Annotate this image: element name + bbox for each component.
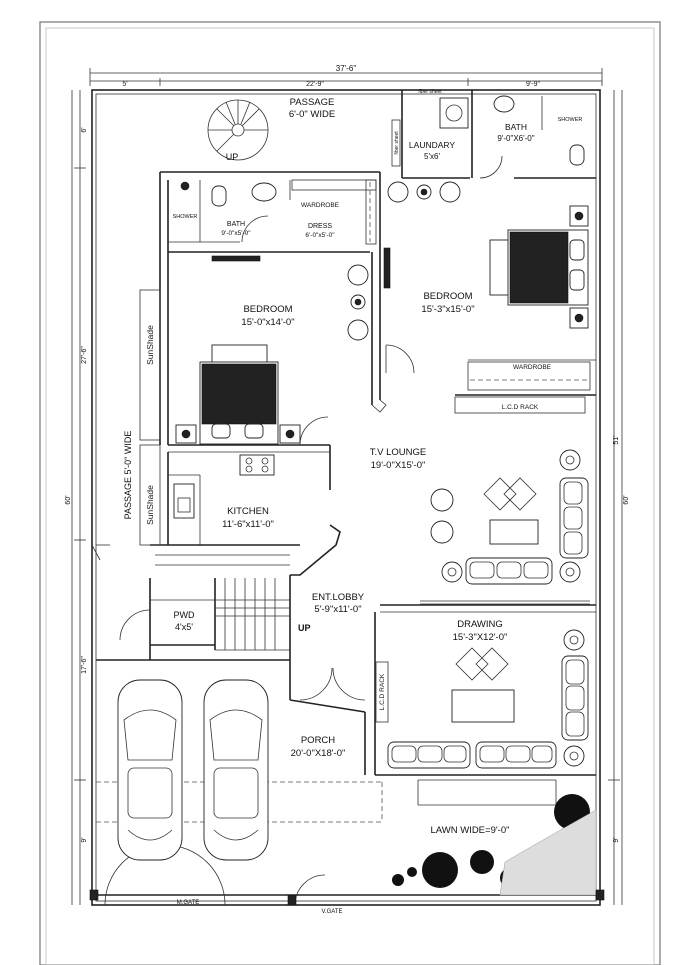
label-pwd: PWD: [174, 610, 195, 620]
stove: [239, 454, 275, 476]
dim-left-27-6: 27'-6": [81, 346, 88, 364]
top-dimensions: [89, 68, 603, 86]
dim-right-51: 51': [613, 435, 620, 444]
label-bath-top: BATH: [505, 122, 527, 132]
dim-left-60: 60': [65, 495, 72, 504]
label-bedroom-left-size: 15'-0"x14'-0": [241, 317, 294, 328]
left-dimensions: [71, 90, 86, 905]
label-kitchen-size: 11'-6"x11'-0": [222, 519, 274, 530]
gate-post-mid: [287, 894, 297, 906]
main-stair: [155, 554, 290, 650]
wardrobe-right: [467, 361, 591, 391]
toilet-left: [211, 185, 227, 207]
label-porch: PORCH: [301, 735, 335, 746]
label-passage-top-size: 6'-0" WIDE: [289, 109, 335, 120]
tv-right-bedroom: [383, 247, 391, 289]
label-passage-top: PASSAGE: [290, 97, 335, 108]
label-pwd-size: 4'x5': [175, 622, 193, 632]
label-dress-size: 6'-0"x5'-0": [305, 232, 335, 239]
label-bath-left-size: 9'-0"x5'-0": [221, 230, 251, 237]
lcd-rack-top: [454, 396, 586, 414]
car-left: [117, 679, 183, 861]
label-lcd-rack-side: L.C.D RACK: [379, 673, 386, 710]
windows: [91, 544, 590, 806]
dim-right-9: 9': [613, 837, 620, 842]
right-dimensions: [608, 90, 623, 905]
lounge-furniture: [430, 449, 589, 585]
dim-right-60: 60': [623, 495, 630, 504]
chair-1: [347, 264, 369, 286]
dim-left-17-6: 17'-6": [81, 656, 88, 674]
label-passage-side: PASSAGE 5'-0" WIDE: [123, 431, 133, 520]
label-drawing-size: 15'-3"X12'-0": [453, 632, 508, 643]
sheet-inner-frame: [45, 27, 655, 965]
toilet-top: [569, 144, 585, 166]
label-v-gate: V.GATE: [321, 909, 342, 915]
dim-5: 5': [122, 81, 127, 88]
label-tv-lounge: T.V LOUNGE: [370, 447, 427, 458]
label-laundary-size: 5'x6': [424, 152, 440, 161]
wash-basin-left: [251, 182, 277, 202]
porch-outline: [96, 781, 383, 823]
label-wardrobe-right: WARDROBE: [513, 364, 552, 371]
chair-2: [347, 319, 369, 341]
label-shower-left: SHOWER: [173, 214, 198, 220]
label-drawing: DRAWING: [457, 619, 503, 630]
shower-head-left: [180, 181, 190, 191]
label-wardrobe-dress: WARDROBE: [301, 202, 340, 209]
dim-overall-width: 37'-6": [336, 64, 357, 73]
label-kitchen: KITCHEN: [227, 506, 269, 517]
dim-9-9: 9'-9": [526, 81, 540, 88]
bed-left: [175, 344, 301, 445]
label-sunshade-top: SunShade: [145, 325, 155, 365]
label-lawn: LAWN WIDE=9'-0": [430, 825, 509, 836]
car-right: [203, 679, 269, 861]
dim-left-6: 6': [81, 127, 88, 132]
outer-walls: [91, 89, 601, 906]
gate-post-left: [89, 889, 99, 901]
washing-machine: [439, 97, 469, 129]
label-bath-top-size: 9'-0"X6'-0": [497, 134, 534, 143]
sunshade-strip-bottom: [139, 444, 161, 546]
label-bedroom-right-size: 15'-3"x15'-0": [421, 304, 474, 315]
bed-right: [489, 205, 589, 329]
fiber-sheet-panel: [391, 119, 401, 167]
gate-post-right: [595, 889, 605, 901]
label-m-gate: M.GATE: [177, 900, 200, 906]
label-dress: DRESS: [308, 223, 332, 230]
label-ent-lobby: ENT.LOBBY: [312, 592, 365, 603]
tv-left-bedroom: [211, 255, 261, 262]
kitchen-sink: [173, 483, 195, 519]
chair-3: [387, 181, 409, 203]
dim-22-9: 22'-9": [306, 81, 324, 88]
label-fiber-sheet-side: fiber sheet: [394, 131, 400, 155]
drawing-furniture: [375, 629, 589, 769]
label-up-top: UP: [226, 152, 239, 162]
spiral-stair: [207, 99, 269, 161]
label-sunshade-bottom: SunShade: [145, 485, 155, 525]
label-porch-size: 20'-0"X18'-0": [291, 748, 346, 759]
lawn-plants: [392, 794, 597, 896]
label-tv-lounge-size: 19'-0"X15'-0": [371, 460, 426, 471]
sunshade-strip-top: [139, 289, 161, 441]
label-fiber-sheet-top: fiber sheet: [418, 89, 442, 95]
label-up-mid: UP: [298, 623, 311, 633]
label-bedroom-right: BEDROOM: [423, 291, 472, 302]
dim-left-9: 9': [81, 837, 88, 842]
wash-basin-top: [493, 95, 515, 113]
label-bedroom-left: BEDROOM: [243, 304, 292, 315]
label-bath-left: BATH: [227, 221, 245, 228]
label-ent-lobby-size: 5'-9"x11'-0": [314, 604, 361, 615]
label-shower-top: SHOWER: [558, 117, 583, 123]
label-laundary: LAUNDARY: [409, 140, 455, 150]
label-lcd-rack-top: L.C.D RACK: [502, 404, 539, 411]
chair-4: [439, 181, 461, 203]
